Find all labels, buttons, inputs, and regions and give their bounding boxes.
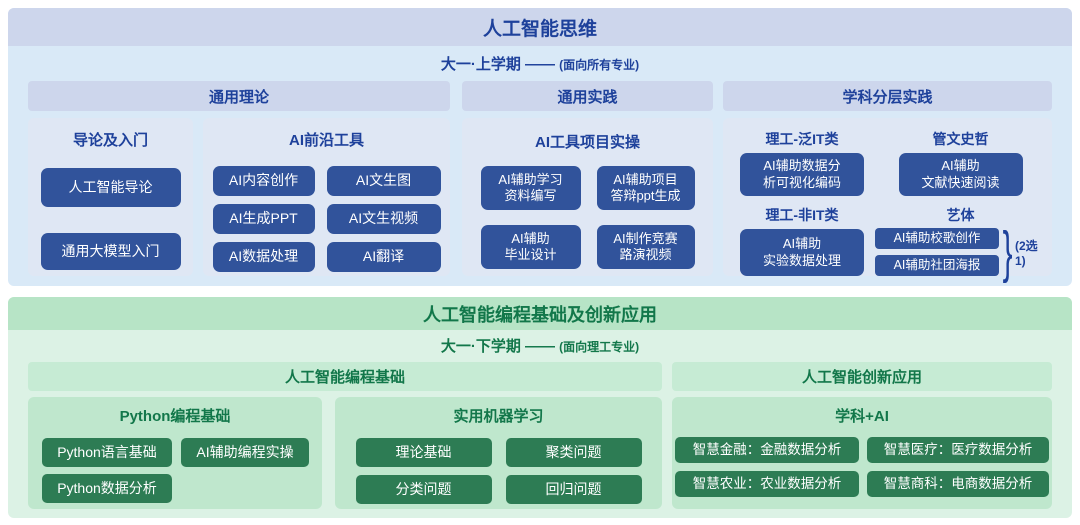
course-club-poster: AI辅助社团海报 xyxy=(875,255,999,276)
subject-group-arts: 艺体 AI辅助校歌创作 AI辅助社团海报 } (2选1) xyxy=(875,196,1046,284)
panel-introduction-heading: 导论及入门 xyxy=(72,132,148,149)
column-header-general-theory: 通用理论 xyxy=(28,81,450,111)
panel-project-practice-heading: AI工具项目实操 xyxy=(534,134,640,151)
python-row-1: Python语言基础 AI辅助编程实操 xyxy=(42,438,322,467)
semester-label-top: 大一·上学期 —— xyxy=(440,56,555,73)
project-practice-grid: AI辅助学习 资料编写 AI辅助项目 答辩ppt生成 AI辅助 毕业设计 AI制… xyxy=(480,166,695,269)
subject-label-arts: 艺体 xyxy=(946,207,975,223)
course-ai-coding-practice: AI辅助编程实操 xyxy=(181,438,309,467)
course-defense-ppt: AI辅助项目 答辩ppt生成 xyxy=(596,166,695,210)
course-data-viz-coding: AI辅助数据分 析可视化编码 xyxy=(740,153,864,196)
panel-frontier-tools: AI前沿工具 AI内容创作 AI文生图 AI生成PPT AI文生视频 AI数据处… xyxy=(203,118,450,276)
course-data-processing: AI数据处理 xyxy=(212,242,315,272)
python-row-2: Python数据分析 xyxy=(42,474,322,503)
panel-frontier-tools-heading: AI前沿工具 xyxy=(288,132,364,149)
ml-grid: 理论基础 聚类问题 分类问题 回归问题 xyxy=(355,438,642,504)
course-smart-business: 智慧商科：电商数据分析 xyxy=(867,471,1049,497)
course-llm-basics: 通用大模型入门 xyxy=(40,233,181,270)
course-smart-finance: 智慧金融：金融数据分析 xyxy=(675,437,859,463)
course-smart-agriculture: 智慧农业：农业数据分析 xyxy=(675,471,859,497)
course-python-language: Python语言基础 xyxy=(42,438,172,467)
semester-line-top: 大一·上学期 —— (面向所有专业) xyxy=(8,53,1072,74)
semester-line-bottom: 大一·下学期 —— (面向理工专业) xyxy=(8,335,1072,356)
audience-label-top: (面向所有专业) xyxy=(559,58,640,72)
course-graduation-design: AI辅助 毕业设计 xyxy=(480,225,581,269)
subject-group-humanities: 管文史哲 AI辅助 文献快速阅读 xyxy=(875,120,1046,196)
column-header-programming-basics: 人工智能编程基础 xyxy=(28,362,662,391)
section-ai-programming: 人工智能编程基础及创新应用 大一·下学期 —— (面向理工专业) 人工智能编程基… xyxy=(8,297,1072,518)
course-classification: 分类问题 xyxy=(355,475,492,504)
course-literature-reading: AI辅助 文献快速阅读 xyxy=(898,153,1023,196)
subject-label-stem-nonit: 理工-非IT类 xyxy=(765,207,839,223)
panel-machine-learning: 实用机器学习 理论基础 聚类问题 分类问题 回归问题 xyxy=(335,397,662,509)
ai-thinking-title: 人工智能思维 xyxy=(482,18,597,40)
panel-subject-plus-ai: 学科+AI 智慧金融：金融数据分析 智慧医疗：医疗数据分析 智慧农业：农业数据分… xyxy=(672,397,1052,509)
course-lab-data-processing: AI辅助 实验数据处理 xyxy=(740,229,864,276)
panel-ml-heading: 实用机器学习 xyxy=(453,408,544,425)
semester-label-bottom: 大一·下学期 —— xyxy=(440,338,555,355)
course-roadshow-video: AI制作竞赛 路演视频 xyxy=(596,225,695,269)
top-column-headers: 通用理论 通用实践 学科分层实践 xyxy=(28,81,1052,111)
subject-label-humanities: 管文史哲 xyxy=(932,131,989,147)
section-ai-thinking: 人工智能思维 大一·上学期 —— (面向所有专业) 通用理论 通用实践 学科分层… xyxy=(8,8,1072,286)
bottom-column-headers: 人工智能编程基础 人工智能创新应用 xyxy=(28,362,1052,391)
ai-thinking-title-band: 人工智能思维 xyxy=(8,8,1072,46)
course-text-to-image: AI文生图 xyxy=(326,166,441,196)
column-header-general-practice: 通用实践 xyxy=(462,81,713,111)
course-python-data-analysis: Python数据分析 xyxy=(42,474,172,503)
frontier-tools-grid: AI内容创作 AI文生图 AI生成PPT AI文生视频 AI数据处理 AI翻译 xyxy=(212,166,441,272)
course-smart-medical: 智慧医疗：医疗数据分析 xyxy=(867,437,1049,463)
course-ml-theory: 理论基础 xyxy=(355,438,492,467)
panel-project-practice: AI工具项目实操 AI辅助学习 资料编写 AI辅助项目 答辩ppt生成 AI辅助… xyxy=(462,118,713,276)
course-ai-introduction: 人工智能导论 xyxy=(40,168,181,207)
panel-subject-plus-ai-heading: 学科+AI xyxy=(835,408,889,425)
audience-label-bottom: (面向理工专业) xyxy=(559,340,640,354)
top-panels: 导论及入门 人工智能导论 通用大模型入门 AI前沿工具 AI内容创作 AI文生图… xyxy=(28,118,1052,284)
column-header-subject-practice: 学科分层实践 xyxy=(723,81,1052,111)
subject-group-stem-it: 理工-泛IT类 AI辅助数据分 析可视化编码 xyxy=(729,120,875,196)
course-study-materials: AI辅助学习 资料编写 xyxy=(480,166,581,210)
panel-subject-layers: 理工-泛IT类 AI辅助数据分 析可视化编码 管文史哲 AI辅助 文献快速阅读 … xyxy=(723,118,1052,284)
subject-layers-grid: 理工-泛IT类 AI辅助数据分 析可视化编码 管文史哲 AI辅助 文献快速阅读 … xyxy=(729,120,1046,284)
course-ppt-generation: AI生成PPT xyxy=(212,204,315,234)
ai-programming-title: 人工智能编程基础及创新应用 xyxy=(423,304,657,325)
panel-introduction: 导论及入门 人工智能导论 通用大模型入门 xyxy=(28,118,193,276)
bottom-panels: Python编程基础 Python语言基础 AI辅助编程实操 Python数据分… xyxy=(28,397,1052,509)
course-school-song: AI辅助校歌创作 xyxy=(875,228,999,249)
course-translation: AI翻译 xyxy=(326,242,441,272)
panel-python-heading: Python编程基础 xyxy=(119,408,231,425)
course-text-to-video: AI文生视频 xyxy=(326,204,441,234)
course-content-creation: AI内容创作 xyxy=(212,166,315,196)
brace-icon: } xyxy=(1002,220,1013,284)
arts-options: AI辅助校歌创作 AI辅助社团海报 xyxy=(875,228,999,276)
choose-one-note: (2选1) xyxy=(1015,238,1038,268)
subject-group-stem-nonit: 理工-非IT类 AI辅助 实验数据处理 xyxy=(729,196,875,276)
ai-programming-title-band: 人工智能编程基础及创新应用 xyxy=(8,297,1072,330)
course-clustering: 聚类问题 xyxy=(505,438,642,467)
column-header-innovation-apps: 人工智能创新应用 xyxy=(672,362,1052,391)
subject-ai-grid: 智慧金融：金融数据分析 智慧医疗：医疗数据分析 智慧农业：农业数据分析 智慧商科… xyxy=(675,437,1049,497)
course-regression: 回归问题 xyxy=(505,475,642,504)
panel-python-basics: Python编程基础 Python语言基础 AI辅助编程实操 Python数据分… xyxy=(28,397,322,509)
arts-options-row: AI辅助校歌创作 AI辅助社团海报 } (2选1) xyxy=(875,220,1046,284)
subject-label-stem-it: 理工-泛IT类 xyxy=(765,131,839,147)
